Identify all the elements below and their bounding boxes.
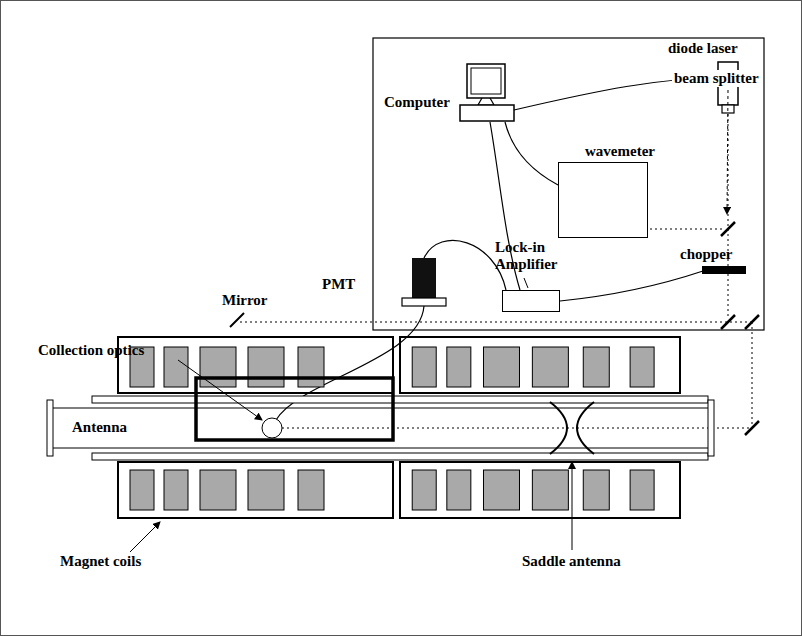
magnet-coil <box>630 470 654 510</box>
box-heading: Lock-in Amplifier <box>495 239 575 272</box>
magnet-coil <box>532 347 568 387</box>
lock-in-box: Lock-in Amplifier <box>502 290 560 312</box>
magnet-coil <box>483 470 519 510</box>
chopper-label: chopper <box>680 246 733 263</box>
coils-label: Magnet coils <box>60 553 141 570</box>
magnet-coil <box>447 347 471 387</box>
magnet-coil <box>412 470 436 510</box>
magnet-coil <box>200 470 236 510</box>
box-heading: wavemeter <box>585 143 705 160</box>
wavemeter-box: wavemeter <box>558 162 648 238</box>
magnet-coil <box>447 470 471 510</box>
optics-label: Collection optics <box>38 342 144 359</box>
antenna-label: Antenna <box>70 419 129 436</box>
magnet-coil <box>248 470 284 510</box>
magnet-coil <box>298 347 324 387</box>
magnet-coil <box>483 347 519 387</box>
magnet-coil <box>412 347 436 387</box>
computer-label: Computer <box>384 94 450 111</box>
mirror-label: Mirror <box>222 292 268 309</box>
magnet-coil <box>248 347 284 387</box>
magnet-coil <box>164 347 188 387</box>
magnet-coil <box>583 347 609 387</box>
magnet-coil <box>532 470 568 510</box>
magnet-coil <box>298 470 324 510</box>
magnet-coil <box>130 470 154 510</box>
pmt-label: PMT <box>322 276 355 293</box>
splitter-label: beam splitter <box>672 70 761 87</box>
laser-label: diode laser <box>668 40 738 57</box>
magnet-coil <box>583 470 609 510</box>
magnet-coil <box>164 470 188 510</box>
magnet-coil <box>630 347 654 387</box>
saddle-label: Saddle antenna <box>522 553 621 570</box>
magnet-coil <box>200 347 236 387</box>
